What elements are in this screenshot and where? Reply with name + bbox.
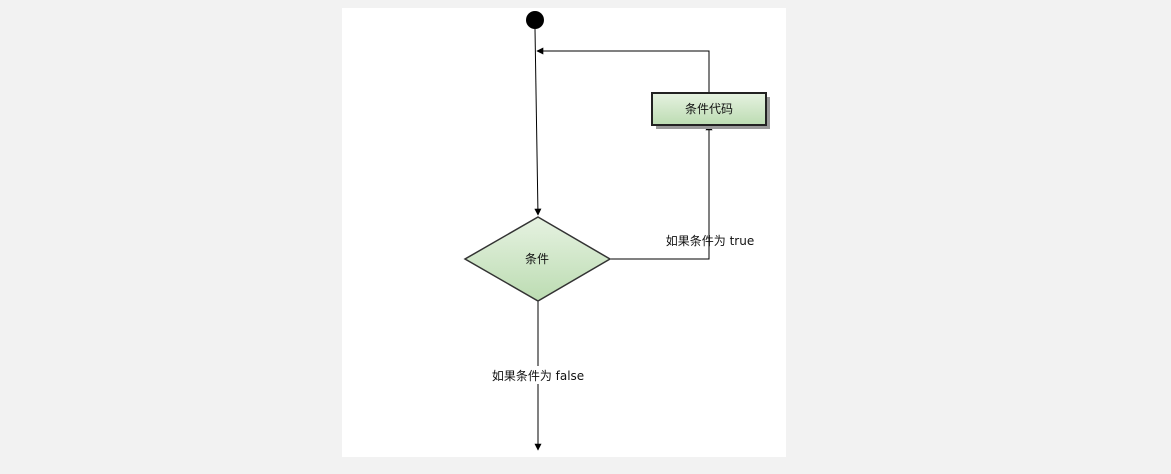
edge-label-true: 如果条件为 true	[666, 233, 754, 248]
edge-true	[608, 123, 713, 260]
decision-label: 条件	[525, 252, 549, 266]
edge-start-to-condition	[534, 28, 542, 216]
false-label-backing	[489, 366, 587, 384]
process-box[interactable]	[651, 92, 767, 126]
edge-loop-back	[536, 47, 710, 93]
edge-label-false: 如果条件为 false	[492, 368, 584, 383]
start-node[interactable]	[526, 11, 544, 29]
process-box-label: 条件代码	[685, 102, 733, 116]
decision-node[interactable]	[463, 216, 612, 302]
